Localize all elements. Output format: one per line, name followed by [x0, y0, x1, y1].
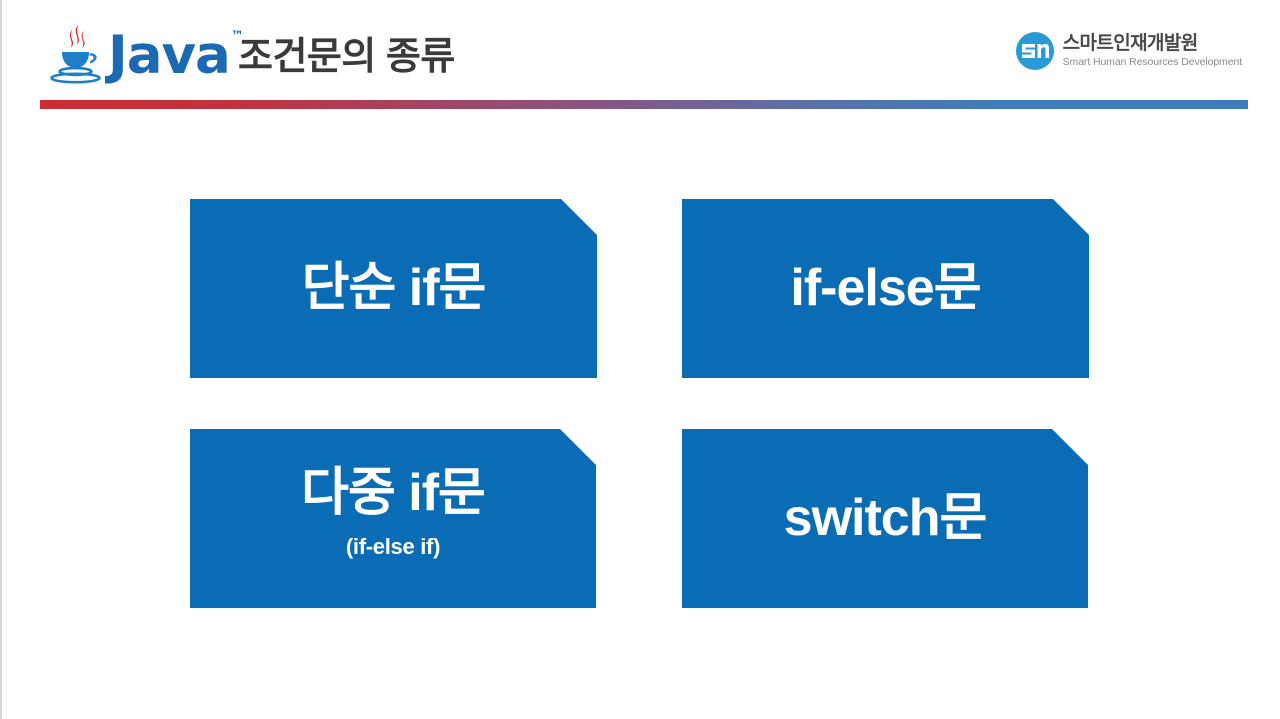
- java-trademark-symbol: ™: [230, 28, 244, 44]
- java-logo: Java™: [48, 22, 244, 84]
- card-label: 단순 if문: [301, 258, 486, 317]
- sn-circle-logo-icon: [1015, 32, 1054, 70]
- page-title: 조건문의 종류: [238, 36, 455, 78]
- card-label: 다중 if문: [301, 463, 485, 522]
- slide-header: Java™ 조건문의 종류 스마트인재개발원 Smart Human Resou…: [2, 0, 1280, 110]
- header-gradient-divider: [40, 100, 1248, 109]
- java-wordmark: Java™: [108, 28, 244, 82]
- java-wordmark-text: Java: [108, 24, 231, 86]
- card-if-else[interactable]: if-else문: [682, 199, 1089, 378]
- brand-name-korean: 스마트인재개발원: [1062, 33, 1199, 55]
- brand-text-block: 스마트인재개발원 Smart Human Resources Developme…: [1063, 34, 1242, 68]
- brand-logo: 스마트인재개발원 Smart Human Resources Developme…: [1015, 31, 1242, 71]
- card-multi-if[interactable]: 다중 if문 (if-else if): [190, 429, 596, 608]
- card-switch[interactable]: switch문: [682, 429, 1088, 608]
- card-simple-if[interactable]: 단순 if문: [190, 199, 597, 378]
- card-label: if-else문: [790, 258, 981, 317]
- brand-name-english: Smart Human Resources Development: [1062, 56, 1242, 69]
- card-sublabel: (if-else if): [345, 534, 441, 560]
- java-coffee-cup-icon: [50, 25, 101, 84]
- card-label: switch문: [783, 488, 987, 547]
